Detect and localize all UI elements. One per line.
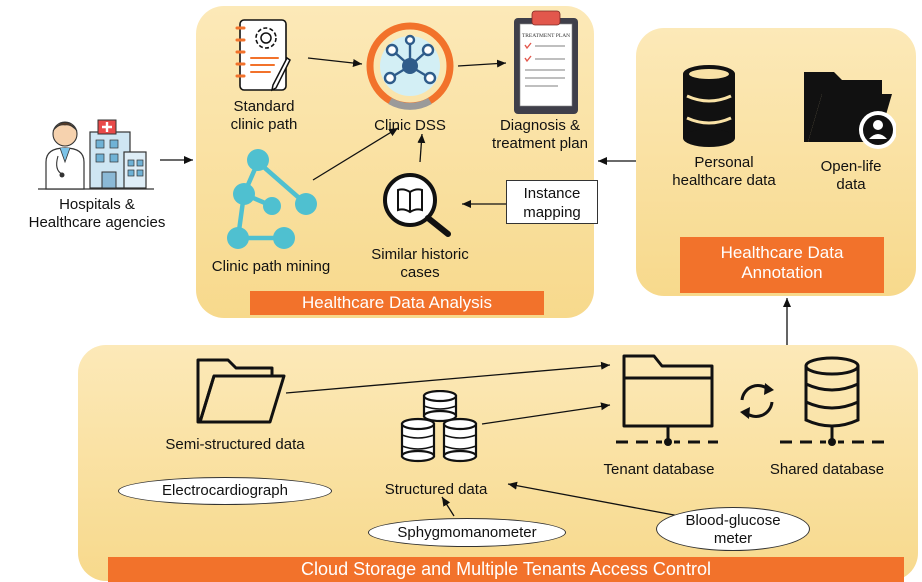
similar-label-line2: cases xyxy=(400,264,440,281)
shared-database-icon xyxy=(780,356,884,446)
annotation-banner: Healthcare Data Annotation xyxy=(680,237,884,293)
standard-label-line2: clinic path xyxy=(230,116,298,133)
instance-mapping-box: Instance mapping xyxy=(506,180,598,224)
tenant-database-folder-icon xyxy=(616,354,718,446)
personal-label-line1: Personal xyxy=(694,154,754,171)
standard-clinic-path-label: Standard clinic path xyxy=(214,98,314,134)
open-life-label: Open-life data xyxy=(806,158,896,194)
openlife-label-line1: Open-life xyxy=(820,158,882,175)
plan-label-line2: treatment plan xyxy=(492,135,588,152)
hospitals-label: Hospitals & Healthcare agencies xyxy=(12,196,182,232)
arrow-structured-to-tenant xyxy=(481,402,611,425)
database-icon xyxy=(683,65,735,147)
semi-structured-label: Semi-structured data xyxy=(165,436,305,453)
magnifier-book-icon xyxy=(383,173,451,237)
analysis-banner: Healthcare Data Analysis xyxy=(250,291,544,315)
shared-database-label: Shared database xyxy=(769,461,885,478)
similar-cases-label: Similar historic cases xyxy=(356,246,484,282)
instance-label-line2: mapping xyxy=(523,204,581,221)
glucose-label-line1: Blood-glucose xyxy=(685,512,781,529)
clinic-dss-network-icon xyxy=(366,22,454,110)
tenant-database-label: Tenant database xyxy=(603,461,715,478)
hospitals-label-line2: Healthcare agencies xyxy=(28,214,166,231)
clinic-path-mining-label: Clinic path mining xyxy=(211,258,331,275)
treatment-plan-clipboard-icon: TREATMENT PLAN xyxy=(514,10,578,114)
hospital-doctor-icon xyxy=(38,119,154,190)
arrow-mining-to-dss xyxy=(312,127,399,181)
arrow-semi-to-tenant xyxy=(285,361,611,394)
structured-data-label: Structured data xyxy=(384,481,488,498)
glucose-label-line2: meter xyxy=(713,530,753,547)
openlife-label-line2: data xyxy=(836,176,866,193)
standard-label-line1: Standard xyxy=(233,98,295,115)
treatment-plan-card-text: TREATMENT PLAN xyxy=(522,33,570,39)
instance-label-line1: Instance xyxy=(523,185,581,202)
structured-data-stack-icon xyxy=(400,390,478,463)
annotation-banner-line1: Healthcare Data xyxy=(720,243,844,262)
personal-label-line2: healthcare data xyxy=(672,172,776,189)
electrocardiograph-oval: Electrocardiograph xyxy=(118,477,332,505)
arrow-glucose-to-structured xyxy=(507,481,691,519)
sync-arrows-icon xyxy=(740,383,774,419)
sphygmomanometer-oval: Sphygmomanometer xyxy=(368,518,566,547)
cloud-banner: Cloud Storage and Multiple Tenants Acces… xyxy=(108,557,904,582)
personal-data-label: Personal healthcare data xyxy=(658,154,790,190)
arrow-dss-to-plan xyxy=(457,59,507,68)
annotation-banner-line2: Annotation xyxy=(741,263,823,282)
user-folder-icon xyxy=(804,72,896,149)
hospitals-label-line1: Hospitals & xyxy=(59,196,135,213)
similar-label-line1: Similar historic xyxy=(371,246,469,263)
arrow-similar-to-dss xyxy=(417,133,426,163)
blood-glucose-meter-oval: Blood-glucose meter xyxy=(656,507,810,551)
semi-structured-folder-icon xyxy=(196,358,286,424)
diagnosis-plan-label: Diagnosis & treatment plan xyxy=(478,117,602,153)
plan-label-line1: Diagnosis & xyxy=(499,117,581,134)
clinic-dss-label: Clinic DSS xyxy=(374,117,446,134)
arrow-standard-to-dss xyxy=(307,57,363,67)
notebook-gear-icon xyxy=(235,19,291,92)
path-mining-tree-icon xyxy=(227,149,317,249)
arrow-sphyg-to-structured xyxy=(441,496,455,517)
